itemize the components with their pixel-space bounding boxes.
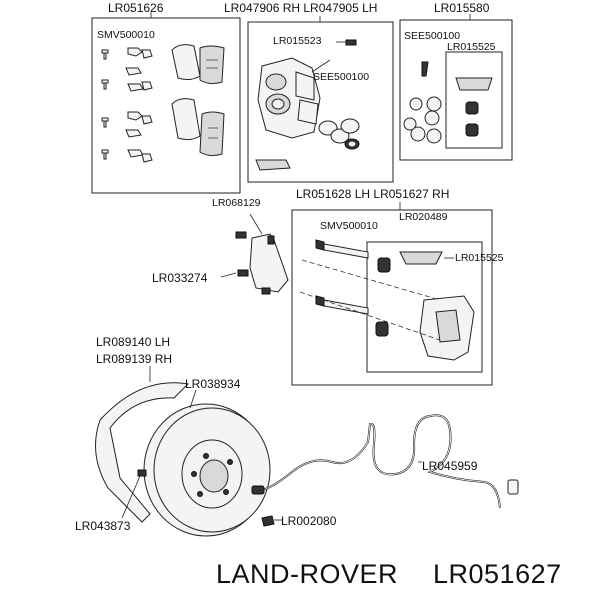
mount-bracket-icon (235, 231, 289, 295)
bottom-bolt-group: LR002080 (261, 514, 337, 528)
pads-kit-group: LR051626 SMV500010 (91, 1, 241, 194)
shield-disc-group: LR089140 LH LR089139 RH LR038934 LR04387… (75, 335, 271, 537)
carrier-pair-label: LR051628 LH LR051627 RH (296, 187, 449, 201)
guide-boots-mid-icon (375, 257, 391, 337)
carrier-group: LR051628 LH LR051627 RH SMV500010 LR0204… (291, 187, 504, 386)
clip-mid-icon (399, 251, 443, 265)
guide-kit-label: LR020489 (399, 211, 448, 223)
pad-clips-icon (101, 47, 153, 163)
guide-kit-box (366, 241, 483, 373)
caliper-pair-label: LR047906 RH LR047905 LH (224, 1, 377, 15)
disc-screw-icon (137, 469, 147, 477)
bleed-screw-icon (336, 39, 357, 46)
bracket-bolt-label: LR033274 (152, 271, 208, 285)
seal-kit-label: LR015580 (434, 1, 490, 15)
shield-lh-label: LR089140 LH (96, 335, 170, 349)
pads-kit-box (91, 17, 241, 194)
seal-kit-box (399, 19, 513, 161)
seal-kit-group: LR015580 SEE500100 LR015525 (399, 1, 513, 161)
seal-kit-inner-box (445, 51, 503, 149)
bracket-label: LR068129 (212, 197, 261, 209)
pads-kit-label: LR051626 (108, 1, 164, 15)
see-500100-b-label: SEE500100 (404, 30, 460, 42)
clip-top-label: LR015525 (447, 41, 496, 53)
brake-disc-icon (143, 403, 271, 537)
footer-part-number: LR051627 (433, 559, 562, 589)
shield-rh-label: LR089139 RH (96, 352, 172, 366)
footer: LAND-ROVER LR051627 (216, 559, 562, 589)
wear-sensor-group: LR045959 (251, 414, 519, 509)
guide-boots-icon (465, 101, 479, 137)
smv-bolt-mid-label: SMV500010 (320, 220, 378, 232)
caliper-icon (257, 57, 321, 139)
bleed-screw-label: LR015523 (273, 35, 322, 47)
disc-label: LR038934 (185, 377, 241, 391)
footer-brand: LAND-ROVER (216, 559, 398, 589)
guide-bolts-icon (315, 239, 369, 315)
smv-bolt-top-label: SMV500010 (97, 29, 155, 41)
clip-top-icon (455, 77, 493, 91)
seal-rings-icon (403, 61, 442, 144)
brake-pads-icon (171, 44, 225, 157)
sensor-label: LR045959 (422, 459, 478, 473)
hub-bolt-label: LR002080 (281, 514, 337, 528)
sensor-plug-icon (251, 479, 519, 495)
dust-shield-icon (95, 382, 190, 523)
carrier-box (291, 209, 493, 386)
caliper-group: LR047906 RH LR047905 LH LR015523 SEE5001… (224, 1, 394, 183)
carrier-bracket-icon (419, 295, 475, 361)
see-500100-label: SEE500100 (313, 71, 369, 83)
bracket-group: LR068129 LR033274 (152, 197, 289, 295)
clip-mid-label: LR015525 (455, 252, 504, 264)
caliper-pistons-icon (318, 118, 360, 150)
caliper-box (247, 21, 394, 183)
hub-bolt-icon (261, 515, 275, 527)
screw-label: LR043873 (75, 519, 131, 533)
pad-plate-icon (255, 159, 291, 171)
